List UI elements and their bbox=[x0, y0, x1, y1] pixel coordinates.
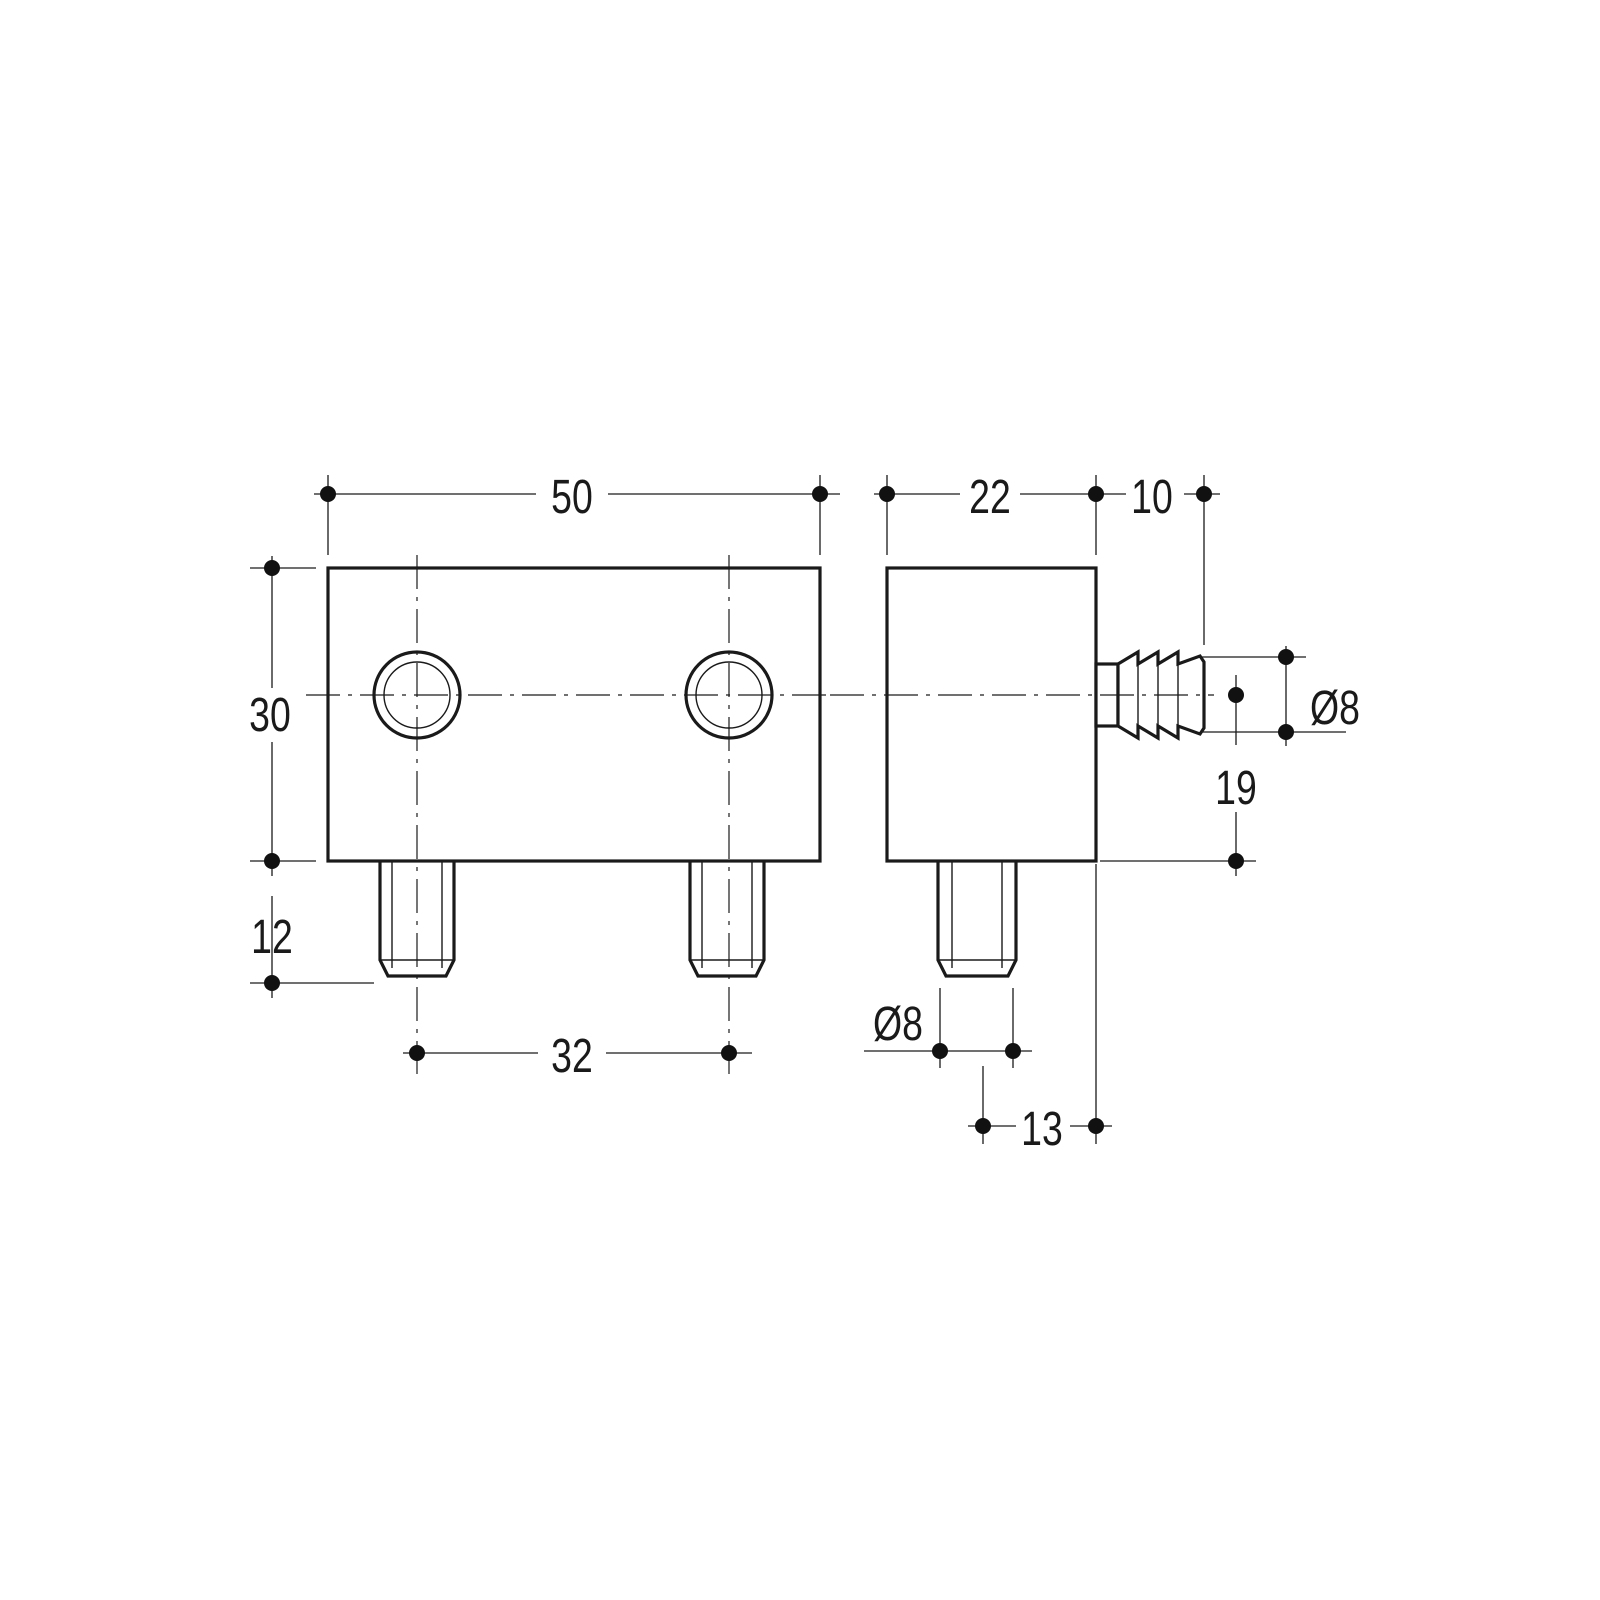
dimension-pin-diameter-label: Ø8 bbox=[873, 998, 923, 1052]
side-pin bbox=[936, 858, 1018, 978]
front-view bbox=[306, 555, 830, 1074]
dimension-labels: 50 22 10 30 12 32 Ø8 19 Ø8 13 bbox=[249, 471, 1360, 1157]
dimension-height-label: 30 bbox=[249, 689, 291, 743]
dimension-pin-spacing-label: 32 bbox=[551, 1030, 593, 1084]
side-body bbox=[885, 566, 1098, 863]
dimension-width-label: 50 bbox=[551, 471, 593, 525]
dimension-pin-length-label: 12 bbox=[251, 911, 293, 965]
dimension-plug-height-label: 19 bbox=[1215, 762, 1257, 816]
dimension-depth-label: 22 bbox=[969, 471, 1011, 525]
dimension-pin-offset-label: 13 bbox=[1021, 1103, 1063, 1157]
dimension-plug-diameter-label: Ø8 bbox=[1310, 682, 1360, 736]
dimension-lines bbox=[250, 475, 1346, 1144]
dimension-plug-length-label: 10 bbox=[1131, 471, 1173, 525]
side-view bbox=[830, 566, 1214, 978]
front-right-pin bbox=[688, 858, 766, 978]
